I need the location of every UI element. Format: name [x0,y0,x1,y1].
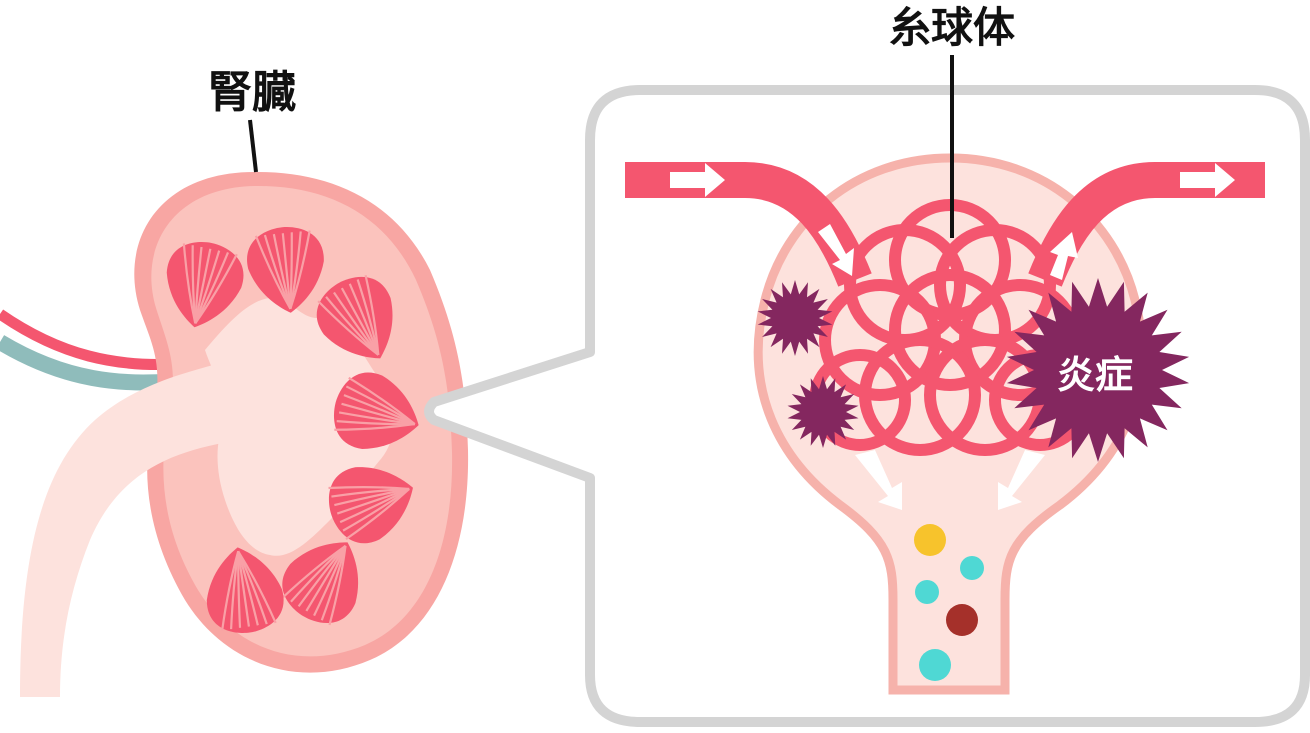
renal-pyramid [166,242,244,328]
glomerulus-illustration [625,153,1265,695]
efferent-arteriole [1028,162,1265,287]
particle-cyan [919,649,951,681]
inflammation-label: 炎症 [1057,353,1133,397]
particle-cyan [960,556,984,580]
renal-pyramids [166,227,419,633]
arrow-down-icon [998,450,1045,510]
particle-cyan [915,580,939,604]
inflammation-burst-shape [1006,278,1190,462]
renal-pyramid [334,372,419,449]
renal-pyramid [206,547,284,633]
arrow-right-icon [670,163,725,197]
arrow-down-icon [855,450,902,510]
particle-yellow [914,524,946,556]
renal-pyramid [328,467,413,544]
renal-pyramid [316,274,393,359]
renal-pyramid [247,227,324,313]
kidney-leader-line [248,119,258,173]
glomerulus-label: 糸球体 [889,3,1015,52]
particle-brown [946,604,978,636]
arrow-curve-icon [1050,232,1078,280]
flow-arrows [670,163,1235,510]
renal-pyramid [282,542,359,626]
kidney-label: 腎臓 [208,67,296,118]
inflammation-burst [1006,278,1190,462]
kidney-illustration [0,171,469,697]
inflammation-spot [757,280,833,356]
inflammation-spot [787,376,859,448]
ureter [20,360,240,697]
arrow-curve-icon [818,224,854,276]
arrow-right-icon [1180,163,1235,197]
inflammation-markers [757,280,859,448]
urine-particles [914,524,984,681]
